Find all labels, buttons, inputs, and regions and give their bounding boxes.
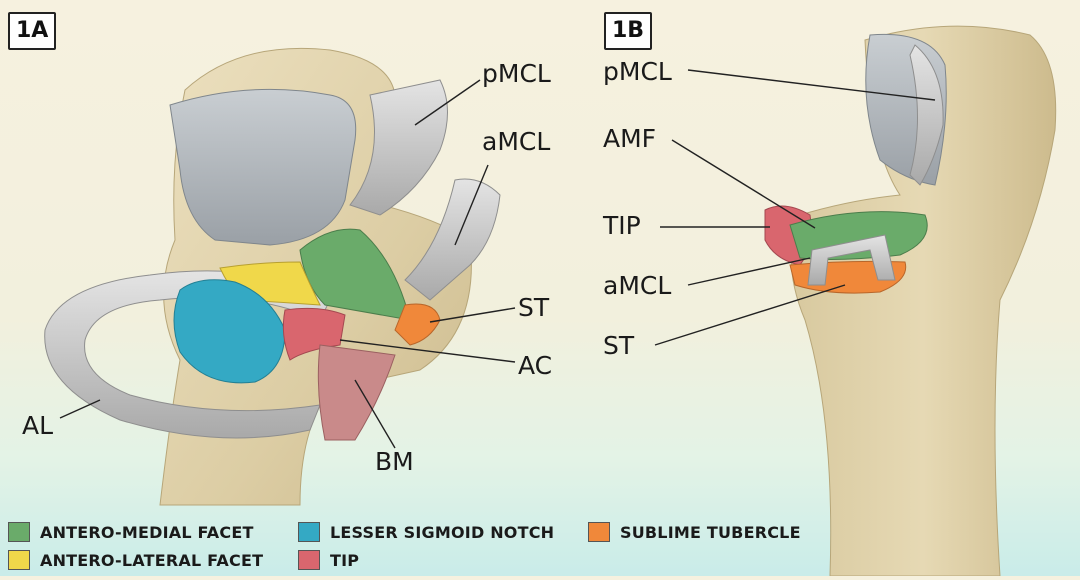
legend-label: ANTERO-LATERAL FACET <box>40 550 264 570</box>
legend-item-antero-medial-facet: ANTERO-MEDIAL FACET <box>8 520 254 544</box>
leader-lines-1b <box>654 69 936 346</box>
legend-swatch <box>298 522 320 542</box>
panel-1a-tag: 1A <box>8 12 57 50</box>
legend-item-lesser-sigmoid-notch: LESSER SIGMOID NOTCH <box>298 520 554 544</box>
tip-region-1a <box>282 307 346 361</box>
legend-label: LESSER SIGMOID NOTCH <box>330 522 555 542</box>
lesser-sigmoid-notch-1a <box>173 279 286 384</box>
ulna-bone-1b <box>790 25 1057 577</box>
panel-1b-drawing <box>654 25 1057 577</box>
label-bm-1a: BM <box>375 447 414 476</box>
legend-item-sublime-tubercle: SUBLIME TUBERCLE <box>588 520 801 544</box>
legend-swatch <box>298 550 320 570</box>
annular-ligament-1a <box>44 270 331 439</box>
label-st-1b: ST <box>603 331 635 360</box>
legend-swatch <box>588 522 610 542</box>
label-pmcl-1b: pMCL <box>603 57 672 86</box>
legend-label: TIP <box>330 550 360 570</box>
pmcl-ligament-1b <box>909 44 944 186</box>
panel-1b-tag: 1B <box>604 12 653 50</box>
label-amcl-1b: aMCL <box>603 271 672 300</box>
legend-swatch <box>8 550 30 570</box>
leader-lines-1a <box>59 79 516 449</box>
legend-label: SUBLIME TUBERCLE <box>620 522 801 542</box>
legend-label: ANTERO-MEDIAL FACET <box>40 522 254 542</box>
label-pmcl-1a: pMCL <box>482 59 551 88</box>
pmcl-ligament-1a <box>349 79 448 216</box>
label-ac-1a: AC <box>518 351 553 380</box>
legend: ANTERO-MEDIAL FACET LESSER SIGMOID NOTCH… <box>8 516 848 572</box>
label-st-1a: ST <box>518 293 550 322</box>
label-amcl-1a: aMCL <box>482 127 551 156</box>
articular-surface-1a <box>169 88 357 246</box>
amcl-ligament-1b <box>807 234 896 286</box>
label-amf-1b: AMF <box>603 124 657 153</box>
legend-item-tip: TIP <box>298 548 359 572</box>
panel-1a-drawing <box>44 47 516 506</box>
label-tip-1b: TIP <box>603 211 641 240</box>
brachialis-insertion-1a <box>317 344 396 441</box>
legend-swatch <box>8 522 30 542</box>
label-al-1a: AL <box>22 411 54 440</box>
amcl-ligament-1a <box>404 178 501 301</box>
legend-item-antero-lateral-facet: ANTERO-LATERAL FACET <box>8 548 263 572</box>
